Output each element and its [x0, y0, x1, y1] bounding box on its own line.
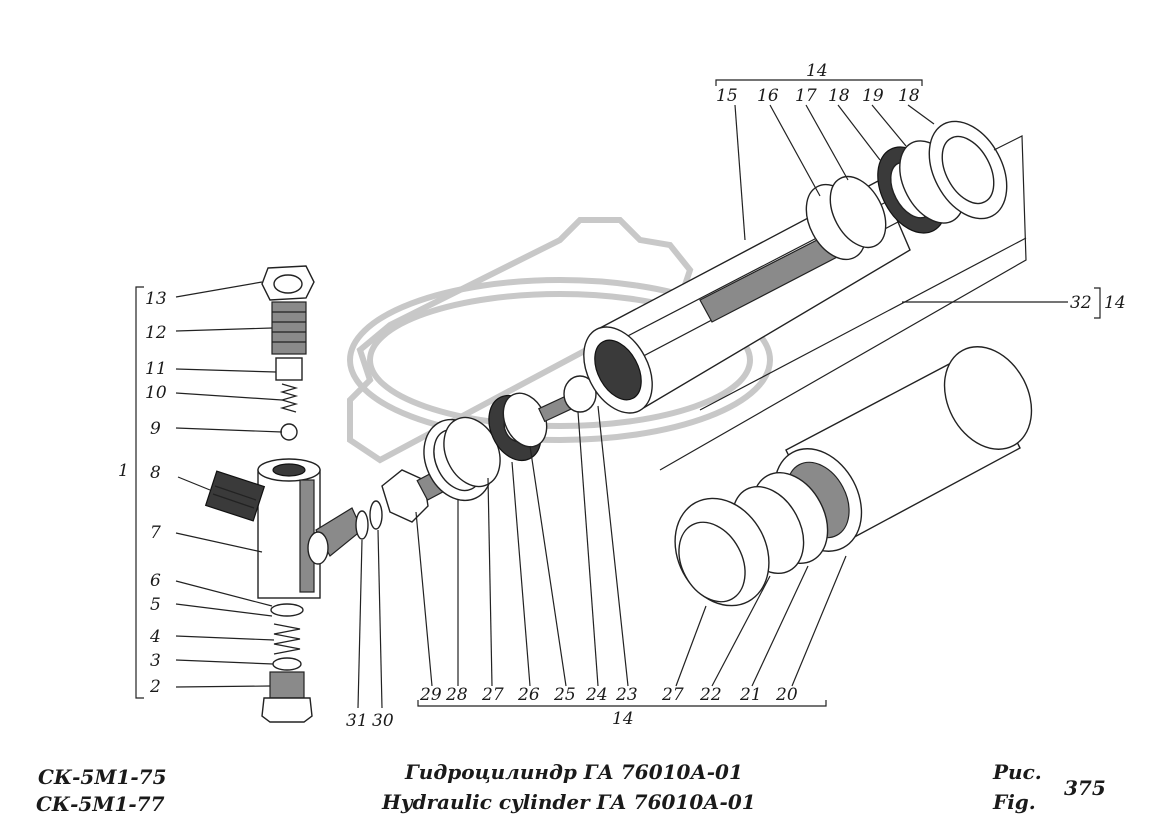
label-5: 5: [150, 595, 161, 615]
label-27-b: 27: [661, 685, 684, 705]
label-14-bottom: 14: [612, 709, 634, 729]
part-10-spring: [279, 383, 299, 413]
part-4-spring: [273, 623, 301, 655]
part-23-stud: [563, 375, 597, 413]
figure-label-english: Fig.: [993, 790, 1036, 814]
label-8: 8: [150, 463, 161, 483]
part-17-ring: [829, 175, 887, 249]
label-17: 17: [795, 86, 817, 106]
label-15: 15: [716, 86, 738, 106]
label-29: 29: [419, 685, 442, 705]
label-27-a: 27: [481, 685, 504, 705]
part-2-plug: [269, 671, 305, 699]
figure-number: 375: [1064, 776, 1106, 800]
label-32: 32: [1070, 293, 1092, 313]
part-11-washer: [275, 357, 303, 381]
figure-label-russian: Рис.: [993, 760, 1042, 784]
label-19: 19: [862, 86, 884, 106]
label-18-a: 18: [828, 86, 850, 106]
label-6: 6: [150, 571, 161, 591]
label-28: 28: [445, 685, 468, 705]
label-26: 26: [517, 685, 540, 705]
label-21: 21: [739, 685, 762, 705]
part-30-ring: [369, 500, 383, 530]
title-russian: Гидроцилиндр ГА 76010А-01: [405, 760, 743, 784]
label-24: 24: [585, 685, 608, 705]
label-4: 4: [149, 627, 161, 647]
label-16: 16: [757, 86, 779, 106]
label-13: 13: [145, 289, 167, 309]
part-9-ball: [280, 423, 298, 441]
label-1: 1: [118, 461, 129, 481]
part-6-washer: [270, 603, 304, 617]
part-8-side-fitting: [204, 470, 266, 522]
label-23: 23: [615, 685, 638, 705]
valve-assembly: [204, 265, 363, 723]
title-english: Hydraulic cylinder ГА 76010А-01: [382, 790, 756, 814]
model-code-1: СК-5М1-75: [38, 765, 167, 789]
part-31-ring: [355, 510, 369, 540]
label-14-right: 14: [1104, 293, 1126, 313]
label-25: 25: [553, 685, 576, 705]
label-31: 31: [346, 711, 368, 731]
label-20: 20: [775, 685, 798, 705]
leader-lines: [135, 79, 1101, 709]
label-10: 10: [145, 383, 167, 403]
part-29-fitting-nut: [381, 469, 429, 523]
outer-tube-assembly: [674, 346, 1033, 607]
label-22: 22: [699, 685, 722, 705]
label-30: 30: [372, 711, 394, 731]
label-3: 3: [150, 651, 161, 671]
watermark-logo: [347, 217, 773, 464]
label-14-top: 14: [806, 61, 828, 81]
label-9: 9: [150, 419, 161, 439]
label-2: 2: [149, 677, 161, 697]
label-18-b: 18: [898, 86, 920, 106]
piston-parts: [423, 375, 597, 502]
model-code-2: СК-5М1-77: [36, 792, 165, 816]
part-12-fitting: [271, 301, 307, 355]
part-3-washer: [272, 657, 302, 671]
cylinder-assembly: [583, 120, 1027, 471]
part-labels: 13 12 11 10 9 1 8 7 6 5 4 3 2 14 15 16 1…: [118, 61, 1126, 731]
label-7: 7: [150, 523, 161, 543]
label-12: 12: [145, 323, 167, 343]
label-11: 11: [145, 359, 167, 379]
